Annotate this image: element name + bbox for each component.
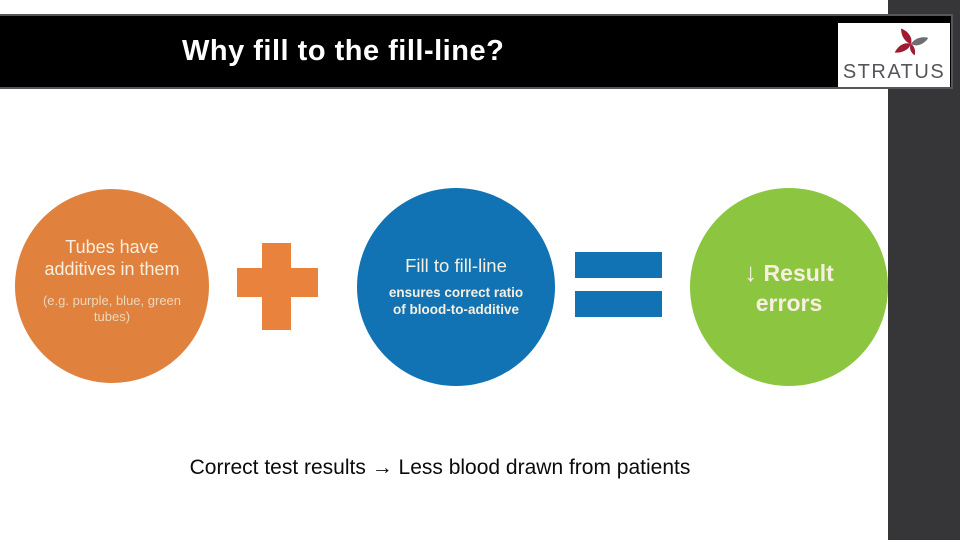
tubes-heading: Tubes have additives in them — [44, 237, 180, 279]
logo-text: STRATUS — [842, 61, 946, 83]
tubes-note: (e.g. purple, blue, green tubes) — [42, 292, 182, 324]
fill-line-detail: ensures correct ratio of blood-to-additi… — [388, 285, 524, 317]
down-arrow-icon: ↓ — [744, 257, 758, 288]
logo-swirl-icon — [894, 28, 929, 56]
circle-result-errors: ↓ Result errors — [690, 188, 888, 386]
circle-tubes-additives: Tubes have additives in them (e.g. purpl… — [15, 189, 209, 383]
slide-title: Why fill to the fill-line? — [182, 35, 505, 67]
circle-fill-line: Fill to fill-line ensures correct ratio … — [357, 188, 555, 386]
result-text: Result errors — [755, 260, 834, 316]
stratus-logo: STRATUS — [838, 23, 950, 87]
equals-top-bar — [575, 252, 662, 278]
side-band — [888, 0, 960, 540]
header-bar: Why fill to the fill-line? — [0, 14, 953, 89]
result-label: ↓ Result errors — [723, 256, 855, 317]
plus-horizontal-bar — [237, 268, 318, 297]
equals-bottom-bar — [575, 291, 662, 317]
caption: Correct test results → Less blood drawn … — [189, 456, 691, 479]
plus-icon — [237, 243, 318, 330]
equals-icon — [575, 252, 662, 317]
fill-line-heading: Fill to fill-line — [405, 255, 507, 277]
